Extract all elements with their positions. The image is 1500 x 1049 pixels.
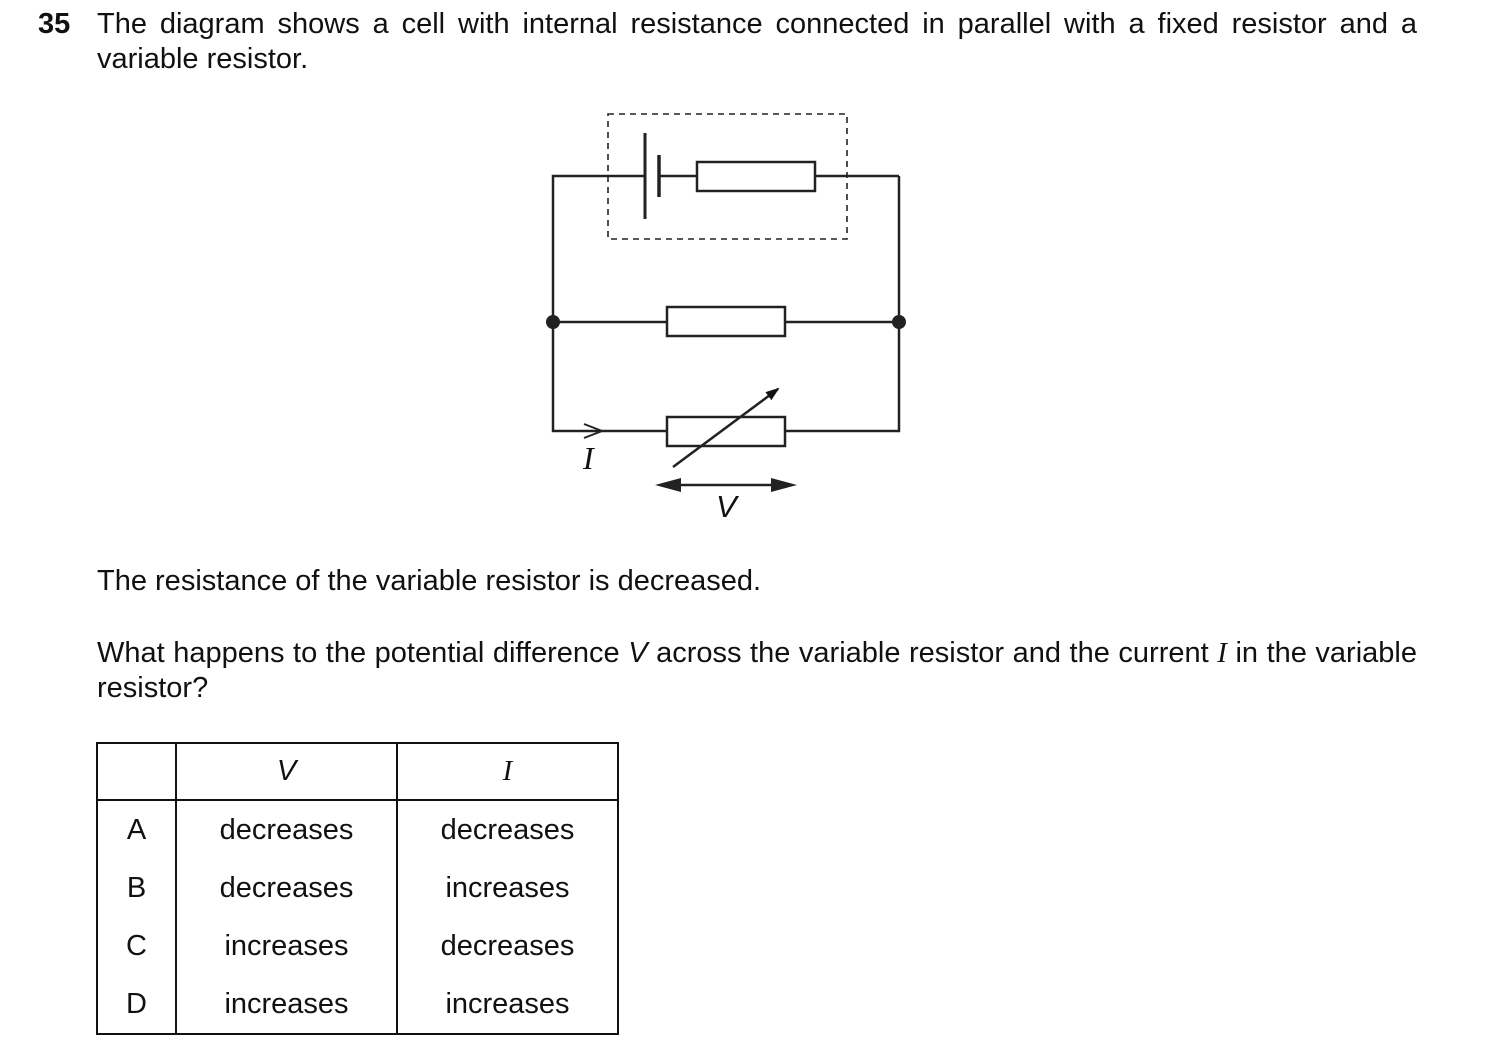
variable-resistor: [665, 415, 787, 448]
question-prompt: What happens to the potential difference…: [97, 636, 1417, 706]
circuit-diagram: I V: [546, 113, 906, 524]
question-number: 35: [38, 8, 71, 40]
current-arrow: [583, 423, 605, 439]
option-i: decreases: [396, 917, 619, 975]
header-i: I: [396, 742, 619, 801]
table-row[interactable]: D increases increases: [96, 975, 619, 1035]
table-row[interactable]: A decreases decreases: [96, 800, 619, 859]
fixed-resistor: [665, 305, 787, 338]
voltage-double-arrow: [655, 478, 797, 492]
variable-resistor-arrow: [672, 387, 780, 469]
prompt-part-3: in the variable resistor?: [97, 637, 1417, 704]
option-v: decreases: [175, 859, 398, 917]
table-header-row: V I: [96, 742, 619, 801]
option-i: increases: [396, 975, 619, 1035]
option-v: increases: [175, 975, 398, 1035]
internal-resistor: [695, 160, 817, 193]
question-statement: The resistance of the variable resistor …: [97, 565, 762, 597]
question-intro: The diagram shows a cell with internal r…: [97, 8, 1417, 75]
junction-left: [546, 315, 560, 329]
header-v: V: [175, 742, 398, 801]
option-key[interactable]: B: [96, 859, 177, 917]
answer-table: V I A decreases decreases B decreases in…: [96, 742, 619, 1035]
option-v: decreases: [175, 800, 398, 859]
option-v: increases: [175, 917, 398, 975]
option-key[interactable]: D: [96, 975, 177, 1035]
option-key[interactable]: C: [96, 917, 177, 975]
option-key[interactable]: A: [96, 800, 177, 859]
prompt-symbol-i: I: [1217, 637, 1227, 669]
table-row[interactable]: C increases decreases: [96, 917, 619, 975]
prompt-symbol-v: V: [628, 637, 648, 669]
junction-right: [892, 315, 906, 329]
current-label: I: [582, 440, 595, 476]
voltage-label: V: [716, 489, 740, 524]
option-i: increases: [396, 859, 619, 917]
wire-top-branch: [551, 174, 901, 433]
option-i: decreases: [396, 800, 619, 859]
prompt-part-1: What happens to the potential difference: [97, 637, 629, 669]
prompt-part-2: across the variable resistor and the cur…: [647, 637, 1218, 669]
header-key: [96, 742, 177, 801]
table-row[interactable]: B decreases increases: [96, 859, 619, 917]
